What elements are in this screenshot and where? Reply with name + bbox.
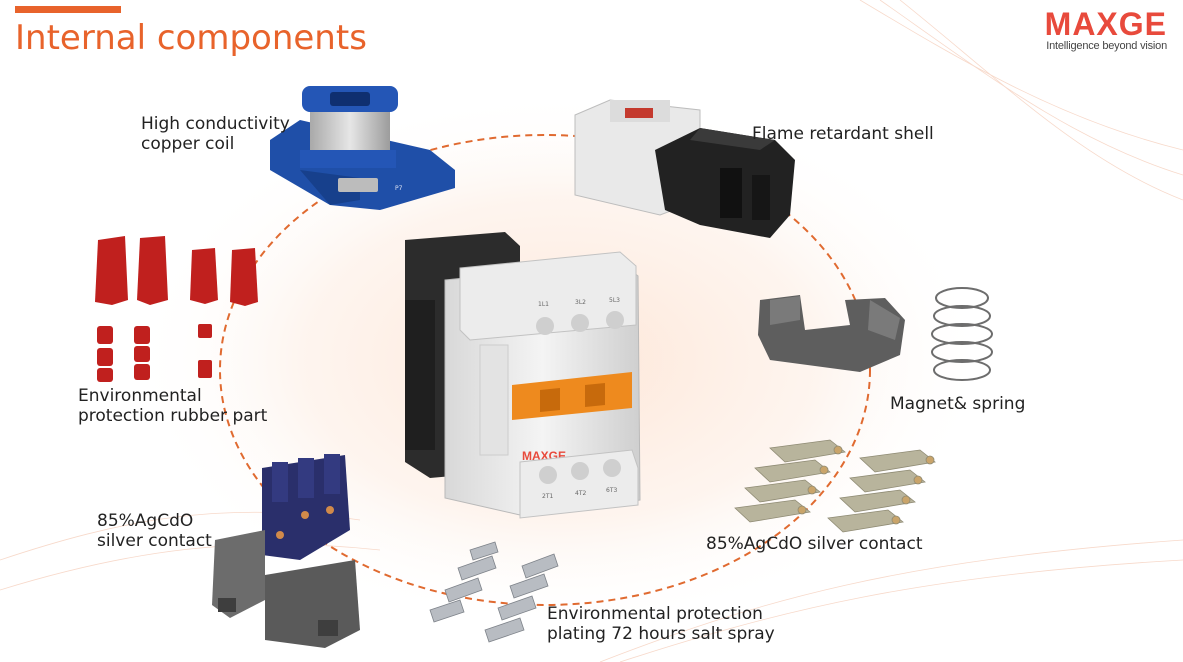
terminal-mark-bottom-1: 2T1 [542,493,553,500]
terminal-mark-top-1: 1L1 [538,301,549,308]
rubber-parts-image [95,236,258,382]
copper-coil-image: P7 [270,86,455,210]
terminal-mark-bottom-3: 6T3 [606,487,617,494]
silver-contacts-left-image [212,454,360,648]
label-magnet-spring: Magnet& spring [890,394,1026,414]
label-copper-coil: High conductivity copper coil [141,114,290,154]
label-silver-contact-left-line-2: silver contact [97,531,212,551]
flame-shell-image [574,99,795,238]
terminal-mark-top-2: 3L2 [575,299,586,306]
logo-tagline: Intelligence beyond vision [1046,40,1167,52]
logo-wordmark: MAXGE [1044,6,1167,42]
magnet-image [758,295,905,372]
label-rubber-part: Environmental protection rubber part [78,386,267,426]
screws-image [429,541,559,643]
silver-contacts-right-image [734,439,936,533]
svg-text:P7: P7 [395,185,403,192]
label-silver-contact-left-line-1: 85%AgCdO [97,511,194,531]
title-accent-bar [15,6,121,13]
contactor-image: 1L1 3L2 5L3 MAXGE 2T1 4T2 6T3 [405,232,641,519]
label-salt-spray-line-1: Environmental protection [547,604,763,624]
terminal-mark-top-3: 5L3 [609,297,620,304]
label-salt-spray: Environmental protection plating 72 hour… [547,604,775,644]
label-salt-spray-line-2: plating 72 hours salt spray [547,624,775,644]
label-silver-contact-right: 85%AgCdO silver contact [706,534,923,554]
dashed-orbit [219,134,871,606]
label-rubber-part-line-2: protection rubber part [78,406,268,426]
spring-image [931,287,993,381]
page-title: Internal components [15,18,367,58]
label-copper-coil-line-2: copper coil [141,134,235,154]
terminal-mark-bottom-2: 4T2 [575,490,586,497]
brand-logo: MAXGE Intelligence beyond vision [1044,6,1168,52]
label-flame-shell: Flame retardant shell [752,124,934,144]
label-silver-contact-left: 85%AgCdO silver contact [97,511,212,551]
label-rubber-part-line-1: Environmental [78,386,202,406]
label-copper-coil-line-1: High conductivity [141,114,290,134]
